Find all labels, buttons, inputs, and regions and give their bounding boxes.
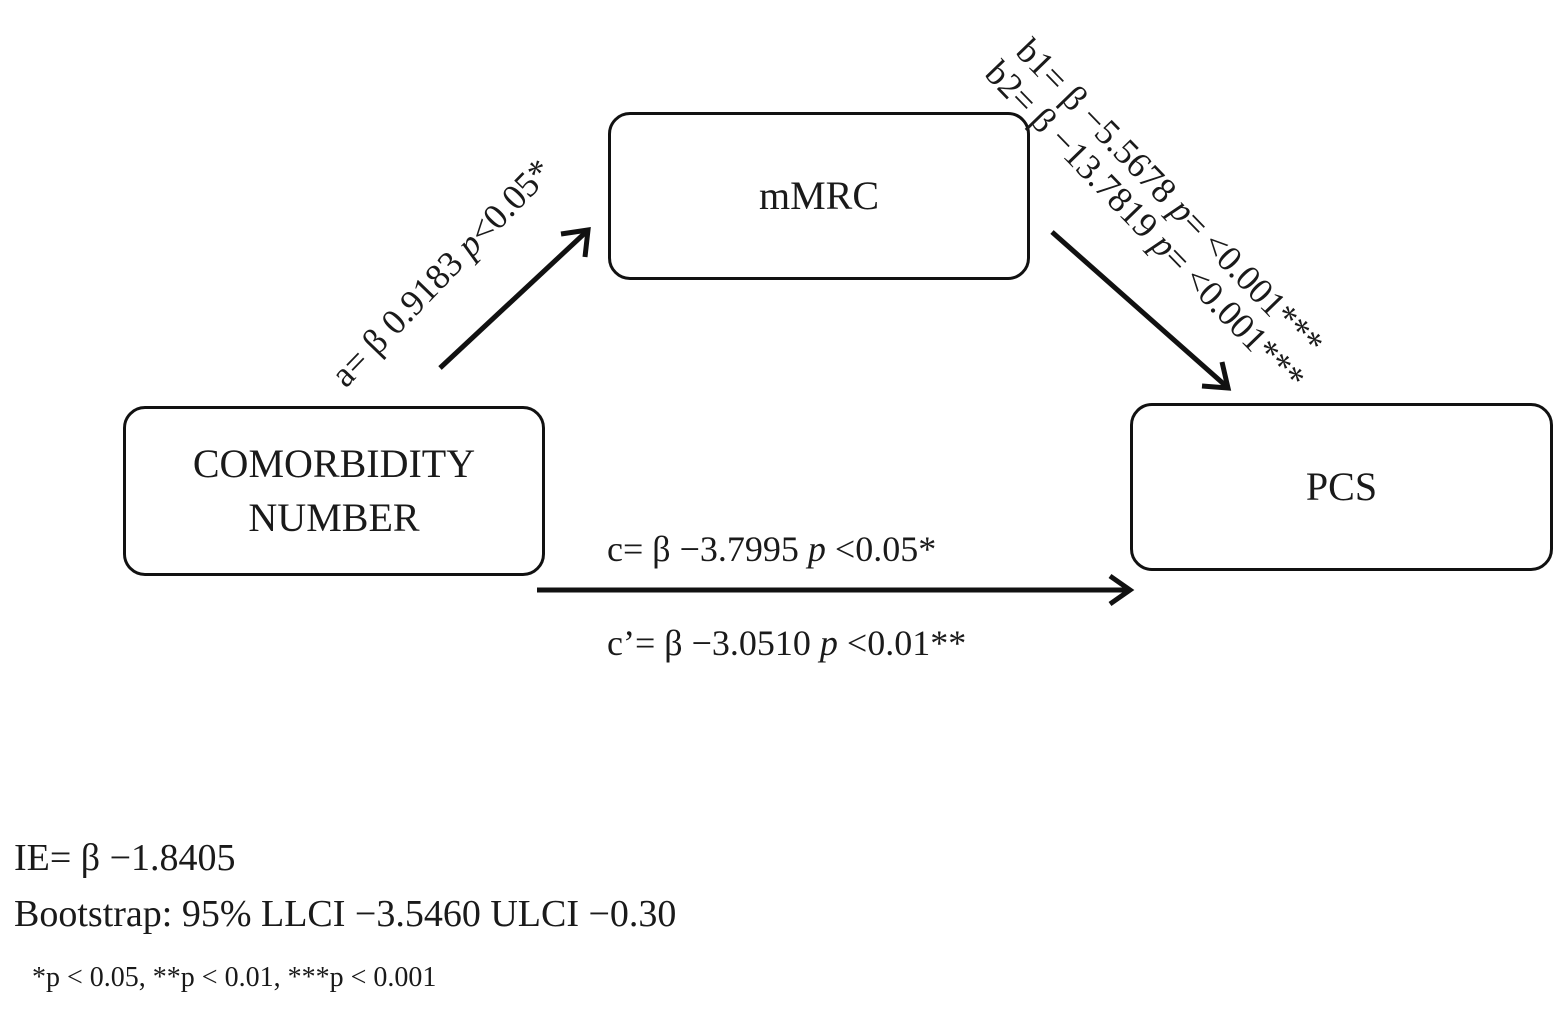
path-c-p: p [807, 529, 826, 569]
path-c-prime-prefix: c’= β −3.0510 [607, 623, 820, 663]
path-c-prime-label: c’= β −3.0510 p <0.01** [607, 622, 966, 664]
significance-note: *p < 0.05, **p < 0.01, ***p < 0.001 [32, 962, 437, 993]
path-c-prefix: c= β −3.7995 [607, 529, 808, 569]
node-comorbidity-number: COMORBIDITY NUMBER [123, 406, 545, 576]
node-comorbidity-line2: NUMBER [248, 495, 420, 540]
arrow-b [1050, 230, 1232, 391]
node-mmrc: mMRC [608, 112, 1030, 280]
path-c-suffix: <0.05* [825, 529, 937, 569]
node-comorbidity-label: COMORBIDITY NUMBER [193, 437, 475, 545]
path-c-prime-p: p [819, 623, 838, 663]
path-c-prime-suffix: <0.01** [837, 623, 967, 663]
node-mmrc-label: mMRC [758, 173, 880, 218]
indirect-effect-text: IE= β −1.8405 [14, 837, 236, 879]
arrow-c [537, 573, 1135, 607]
node-pcs: PCS [1130, 403, 1553, 571]
path-c-label: c= β −3.7995 p <0.05* [607, 528, 936, 570]
arrow-a [438, 227, 591, 370]
bootstrap-ci-text: Bootstrap: 95% LLCI −3.5460 ULCI −0.30 [14, 893, 677, 935]
node-pcs-label: PCS [1305, 464, 1378, 509]
node-comorbidity-line1: COMORBIDITY [192, 441, 476, 486]
